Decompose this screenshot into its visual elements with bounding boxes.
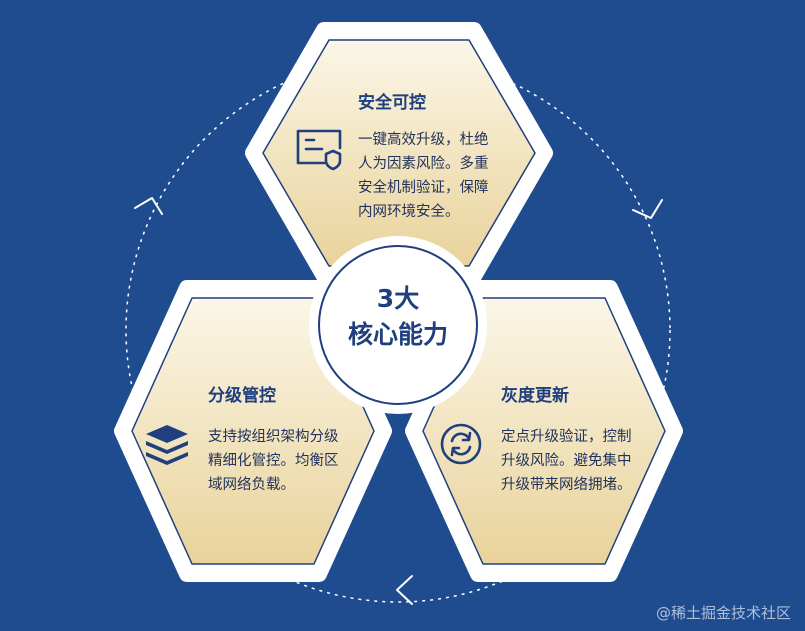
card-text-update-2: 升级风险。避免集中 <box>501 452 632 469</box>
refresh-icon <box>440 423 482 465</box>
card-title-secure: 安全可控 <box>358 92 426 113</box>
card-text-secure-3: 安全机制验证，保障 <box>358 178 489 196</box>
center-badge: 3大 核心能力 <box>309 236 487 414</box>
card-text-secure-1: 一键高效升级，杜绝 <box>358 131 489 148</box>
card-title-update: 灰度更新 <box>501 385 569 406</box>
hex-card-secure <box>245 22 553 284</box>
arrow-right-icon <box>632 199 663 219</box>
center-title-line1: 3大 <box>377 284 419 313</box>
card-text-update-1: 定点升级验证，控制 <box>501 428 632 445</box>
card-text-update-3: 升级带来网络拥堵。 <box>501 476 632 493</box>
arrow-left-icon <box>134 197 163 215</box>
card-text-grade-3: 域网络负载。 <box>208 476 295 493</box>
center-title-line2: 核心能力 <box>348 320 448 349</box>
card-text-grade-1: 支持按组织架构分级 <box>208 428 339 445</box>
card-text-grade-2: 精细化管控。均衡区 <box>208 452 339 469</box>
card-title-grade: 分级管控 <box>208 385 276 406</box>
arrow-bottom-icon <box>396 575 413 605</box>
layers-icon <box>146 425 188 465</box>
shield-doc-icon <box>296 129 342 171</box>
card-text-secure-4: 内网环境安全。 <box>358 202 460 220</box>
watermark: @稀土掘金技术社区 <box>655 604 791 622</box>
card-text-secure-2: 人为因素风险。多重 <box>358 155 489 172</box>
